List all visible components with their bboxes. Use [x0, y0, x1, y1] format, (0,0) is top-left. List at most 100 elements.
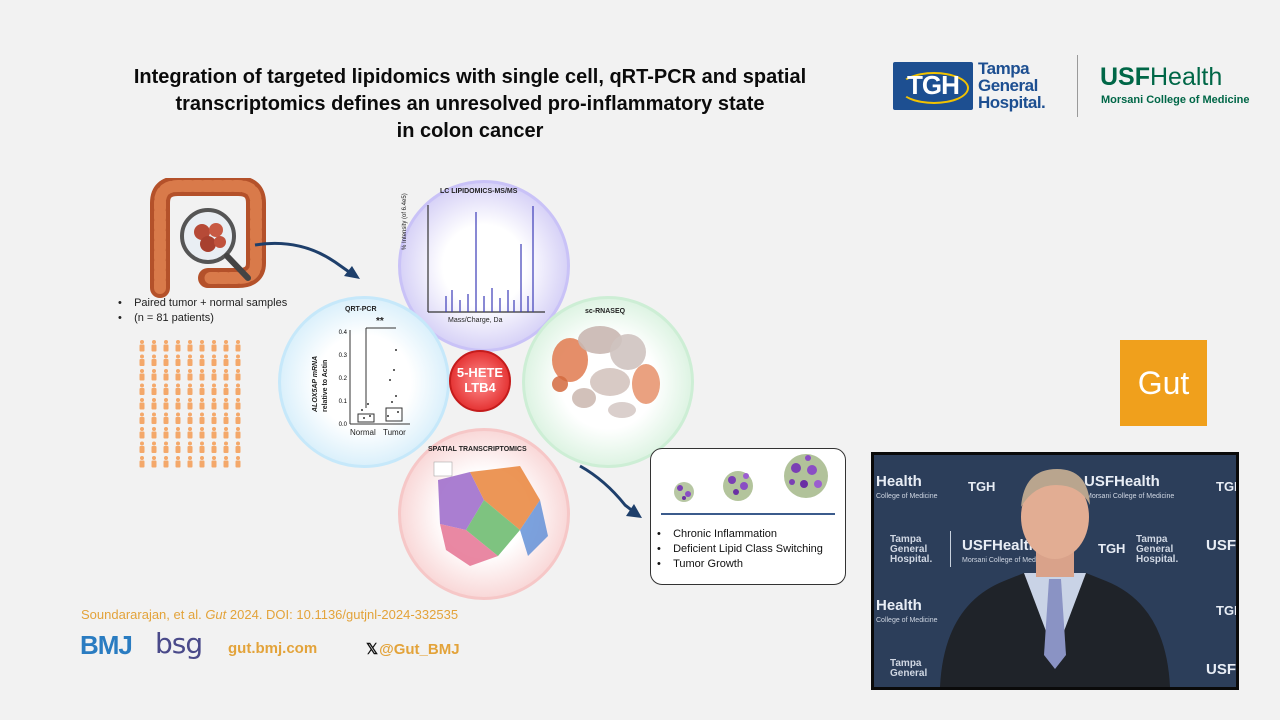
person-icon: [163, 412, 169, 424]
bmj-logo: BMJ: [80, 630, 133, 660]
person-icon: [199, 369, 205, 381]
outcome-list: • Chronic Inflammation • Deficient Lipid…: [657, 527, 823, 572]
tissue-legend: [433, 461, 453, 477]
tumor-large-icon: [784, 454, 828, 498]
backdrop-usf-1: USFHealth: [1084, 473, 1160, 490]
backdrop-divider: [950, 531, 951, 567]
arrow-head-1-icon: [344, 266, 360, 279]
patient-people-grid-icon: [139, 340, 241, 468]
backdrop-tgh-4: TGH: [1216, 603, 1236, 618]
person-icon: [187, 441, 193, 453]
person-icon: [151, 412, 157, 424]
sample-bullet-2: • (n = 81 patients): [118, 312, 214, 324]
backdrop-hospital-1: Hospital.: [890, 554, 933, 565]
person-icon: [223, 398, 229, 410]
center-mediator-circle: 5-HETE LTB4: [449, 350, 511, 412]
x-logo-icon: 𝕏: [366, 641, 379, 658]
person-icon: [187, 456, 193, 468]
qrtpcr-ytick-label: 0.2: [339, 376, 348, 382]
person-icon: [187, 427, 193, 439]
person-icon: [163, 456, 169, 468]
person-icon: [211, 369, 217, 381]
tissue-region-blue: [520, 500, 548, 556]
umap-cluster: [608, 402, 636, 418]
qrtpcr-circle: [278, 296, 450, 468]
person-icon: [151, 354, 157, 366]
sample-bullet-1: • Paired tumor + normal samples: [118, 297, 288, 309]
person-icon: [163, 427, 169, 439]
person-icon: [139, 441, 145, 453]
sample-bullets: • Paired tumor + normal samples • (n = 8…: [118, 296, 287, 326]
usf-health-logo: USFHealth: [1100, 64, 1222, 90]
person-icon: [175, 412, 181, 424]
tgh-logo-text: TGH: [907, 70, 960, 100]
person-icon: [223, 354, 229, 366]
person-icon: [235, 456, 241, 468]
person-icon: [139, 383, 145, 395]
person-icon: [175, 427, 181, 439]
center-label-ltb4: LTB4: [464, 380, 496, 395]
tumor-small-icon: [674, 482, 694, 502]
person-icon: [223, 340, 229, 352]
person-icon: [151, 456, 157, 468]
qrtpcr-title: QRT-PCR: [345, 306, 377, 313]
person-icon: [175, 456, 181, 468]
person-icon: [211, 398, 217, 410]
backdrop-health-1: Health: [876, 473, 922, 490]
title-line-3: in colon cancer: [396, 120, 544, 142]
umap-cluster: [610, 334, 646, 370]
person-icon: [235, 369, 241, 381]
person-icon: [235, 340, 241, 352]
title-line-1: Integration of targeted lipidomics with …: [133, 66, 807, 88]
sample-bullet-2-text: (n = 81 patients): [134, 312, 214, 324]
person-icon: [211, 441, 217, 453]
person-icon: [139, 369, 145, 381]
scrnaseq-title: sc-RNASEQ: [585, 308, 626, 315]
lipidomics-title: LC LIPIDOMICS-MS/MS: [440, 188, 518, 195]
person-icon: [235, 354, 241, 366]
backdrop-tampa-1: Tampa: [890, 534, 922, 545]
backdrop-usf-3: USF: [1206, 537, 1236, 554]
arrow-to-results-icon: [579, 464, 635, 514]
backdrop-tampa-2: Tampa: [1136, 534, 1168, 545]
speaker-video-inset: Health College of Medicine TGH USFHealth…: [871, 452, 1239, 690]
person-icon: [235, 398, 241, 410]
backdrop-tampa-general-1: Tampa General Hospital.: [890, 535, 932, 565]
person-icon: [235, 441, 241, 453]
x-handle-text: @Gut_BMJ: [379, 641, 460, 658]
backdrop-morsani-1: Morsani College of Medicine: [1086, 493, 1175, 500]
person-icon: [175, 383, 181, 395]
qrtpcr-ytick-label: 0.4: [339, 330, 348, 336]
person-icon: [187, 369, 193, 381]
tgh-ring-icon: [899, 72, 969, 104]
person-icon: [151, 427, 157, 439]
tissue-region-orange: [470, 466, 540, 530]
person-icon: [175, 340, 181, 352]
person-icon: [235, 383, 241, 395]
umap-cluster: [572, 388, 596, 408]
person-icon: [163, 369, 169, 381]
outcome-item: • Chronic Inflammation: [657, 528, 778, 540]
person-icon: [223, 441, 229, 453]
person-icon: [211, 456, 217, 468]
gut-website-link[interactable]: gut.bmj.com: [228, 640, 318, 657]
outcome-divider: [661, 513, 835, 515]
boxplot-points: [361, 349, 399, 419]
umap-cluster: [552, 338, 588, 382]
colon-illustration-icon: [150, 178, 266, 298]
outcome-item: • Deficient Lipid Class Switching: [657, 543, 823, 555]
qrtpcr-ytick-label: 0.1: [339, 399, 348, 405]
backdrop-general-2: General: [1136, 544, 1174, 555]
tgh-logo: TGH: [893, 62, 973, 110]
backdrop-health-2: Health: [876, 597, 922, 614]
person-icon: [223, 456, 229, 468]
person-icon: [235, 427, 241, 439]
lipidomics-xlabel: Mass/Charge, Da: [448, 317, 503, 324]
speaker-figure: [940, 469, 1170, 687]
person-icon: [163, 354, 169, 366]
backdrop-tgh-1: TGH: [968, 479, 996, 494]
x-social-link[interactable]: 𝕏@Gut_BMJ: [366, 640, 460, 658]
person-icon: [223, 427, 229, 439]
